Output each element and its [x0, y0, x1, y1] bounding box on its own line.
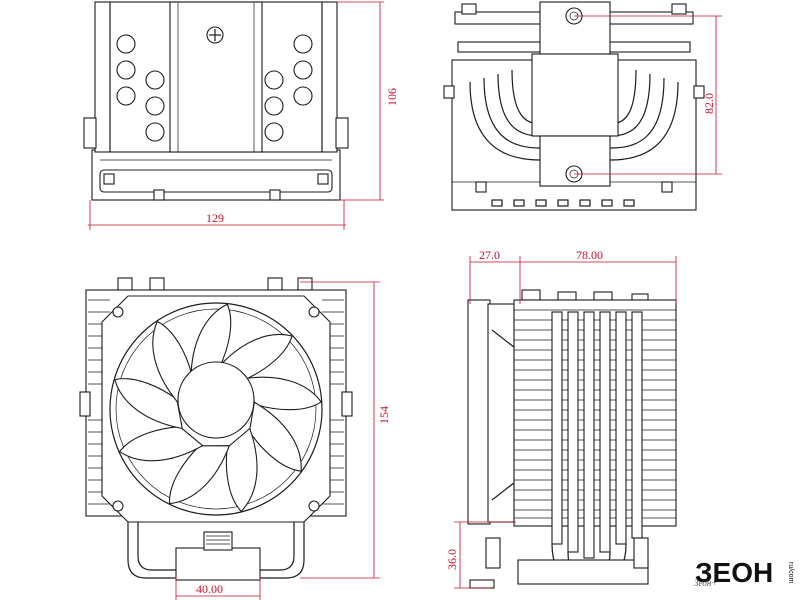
profile-view-heatpipes [551, 311, 643, 583]
front-view [79, 277, 353, 581]
profile-view-dimensions: 27.0 78.00 36.0 [445, 248, 677, 589]
side-view [443, 1, 705, 211]
front-view-fan-hub [177, 361, 255, 439]
dim-129-label: 129 [206, 211, 224, 225]
dim-27-label: 27.0 [479, 248, 500, 262]
dim-154-label: 154 [377, 406, 391, 424]
profile-view-fins [514, 309, 676, 519]
brand-logo-text: ЗЕОН [695, 557, 773, 588]
top-view-heatpipe-holes-left [116, 34, 165, 142]
brand-logo: ЗЕОН ru/com [695, 557, 794, 588]
profile-view-fin-stack [513, 299, 677, 527]
top-view [83, 1, 349, 201]
side-view-dimensions: 82.0 [574, 15, 722, 175]
top-view-dimensions: 129 106 [88, 1, 399, 230]
front-view-base-block [175, 547, 261, 581]
brand-subtext: Зеон+ [694, 578, 718, 588]
front-view-fan-ring [109, 302, 323, 516]
profile-view-base [517, 559, 649, 585]
front-view-dimensions: 154 40.00 [175, 281, 391, 600]
top-view-heatpipe-holes-right [264, 34, 313, 142]
dim-78-label: 78.00 [576, 248, 603, 262]
dim-82-label: 82.0 [702, 93, 716, 114]
profile-view [467, 289, 677, 589]
side-view-bottom-teeth [491, 199, 635, 207]
dim-36-label: 36.0 [445, 549, 459, 570]
side-view-center-block [531, 53, 619, 137]
profile-view-fan [467, 299, 491, 525]
dim-40-label: 40.00 [196, 582, 223, 596]
top-view-center-block [169, 1, 263, 153]
brand-side-text: ru/com [787, 562, 794, 584]
dim-106-label: 106 [385, 88, 399, 106]
front-view-heatpipes [127, 515, 305, 579]
